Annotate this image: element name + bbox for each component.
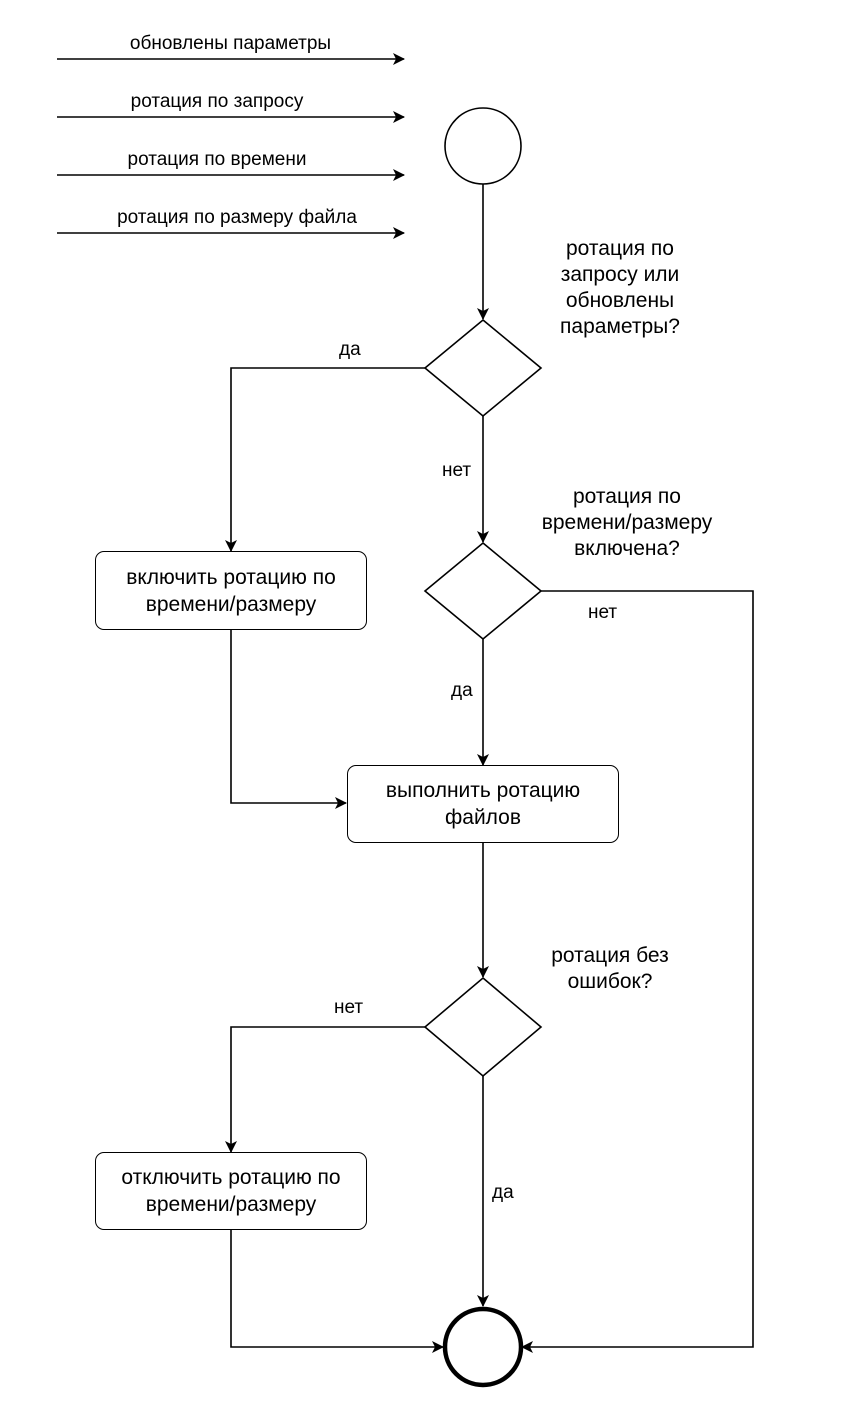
input-label-3: ротация по времени — [127, 149, 307, 170]
input-label-1: обновлены параметры — [129, 33, 332, 54]
decision-2 — [423, 541, 543, 641]
enable-rotation-label: включить ротацию по времени/размеру — [126, 565, 336, 616]
input-label-2: ротация по запросу — [130, 91, 304, 112]
decision-1 — [423, 318, 543, 418]
disable-rotation-label: отключить ротацию по времени/размеру — [121, 1166, 341, 1216]
edge-d1-yes — [225, 367, 425, 552]
edge-disable-to-end — [230, 1230, 444, 1353]
decision-3-question: ротация без ошибок? — [551, 944, 669, 993]
enable-rotation-box: включить ротацию по времени/размеру — [95, 551, 367, 630]
edge-label-d1-no: нет — [442, 460, 472, 481]
start-node — [444, 107, 522, 185]
decision-2-question: ротация по времени/размеру включена? — [541, 485, 713, 560]
edge-label-d3-yes: да — [492, 1182, 514, 1203]
edge-label-d2-no: нет — [588, 602, 618, 623]
decision-3 — [423, 976, 543, 1078]
edge-enable-to-rotate — [230, 630, 347, 809]
perform-rotation-label: выполнить ротацию файлов — [385, 779, 581, 829]
edge-label-d1-yes: да — [339, 339, 361, 360]
perform-rotation-box: выполнить ротацию файлов — [347, 765, 619, 843]
edge-d2-no — [521, 590, 754, 1353]
input-label-4: ротация по размеру файла — [117, 207, 357, 228]
edge-label-d3-no: нет — [334, 997, 364, 1018]
decision-1-question: ротация по запросу или обновлены парамет… — [560, 237, 680, 338]
edge-d3-no — [225, 1026, 425, 1153]
disable-rotation-box: отключить ротацию по времени/размеру — [95, 1152, 367, 1230]
end-node — [442, 1306, 524, 1388]
edge-label-d2-yes: да — [451, 680, 473, 701]
